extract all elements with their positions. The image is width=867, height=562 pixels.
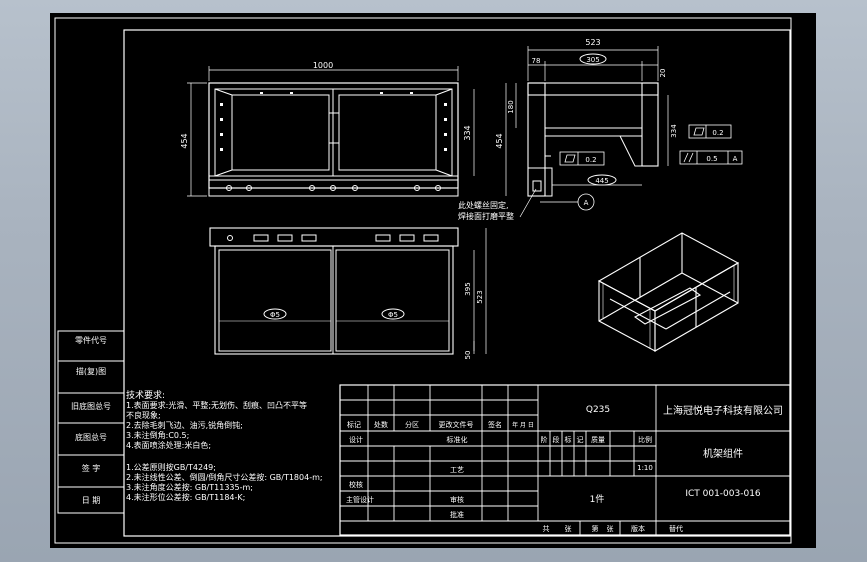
annotation-line-2: 焊接面打磨平整 <box>458 211 514 221</box>
tech-line-8: 3.未注角度公差按: GB/T11335-m; <box>126 482 253 492</box>
dim-side-bottom: 445 <box>595 177 608 185</box>
rev-header-0: 标记 <box>347 420 361 429</box>
dim-plan-h2: 523 <box>476 290 484 303</box>
tech-line-6: 1.公差原则按GB/T4249; <box>126 462 216 472</box>
tolerance-value-3: 0.5 <box>706 155 717 163</box>
role-chief: 主管设计 <box>346 495 374 504</box>
role-check: 校核 <box>349 480 363 489</box>
tech-line-1: 不良现象; <box>126 410 161 420</box>
front-view <box>187 66 475 197</box>
drawing-number: ICT 001-003-016 <box>685 489 761 499</box>
datum-label: A <box>584 199 589 207</box>
rev-header-1: 处数 <box>374 420 388 429</box>
dim-side-height: 454 <box>495 133 504 148</box>
stage-header-1: 段 <box>553 435 560 444</box>
stage-header-2: 标 <box>565 435 572 444</box>
tolerance-datum-3: A <box>733 155 738 163</box>
left-cell-0: 零件代号 <box>75 335 107 345</box>
bottom-cell-3: 张 <box>607 524 614 533</box>
plan-bubble-left: Φ5 <box>270 311 280 319</box>
dim-front-width: 1000 <box>313 61 333 70</box>
dim-plan-h1: 395 <box>464 282 472 295</box>
dim-side-left: 78 <box>532 57 541 65</box>
tech-line-9: 4.未注形位公差按: GB/T1184-K; <box>126 492 245 502</box>
isometric-view <box>597 232 740 352</box>
rev-header-3: 更改文件号 <box>439 420 474 429</box>
role-standard: 标准化 <box>447 435 468 444</box>
scale-value: 1:10 <box>637 464 653 472</box>
tech-requirements: 技术要求: 1.表面要求:光滑、平整;无划伤、刮痕、凹凸不平等 不良现象; 2.… <box>126 389 323 502</box>
bottom-cell-1: 张 <box>565 524 572 533</box>
tech-line-3: 3.未注倒角:C0.5; <box>126 430 189 440</box>
plan-bubble-right: Φ5 <box>388 311 398 319</box>
tech-line-2: 2.去除毛刺飞边、油污,锐角倒钝; <box>126 420 243 430</box>
stage-header-3: 记 <box>577 436 584 444</box>
stage-header-5: 比例 <box>638 435 652 444</box>
role-process: 工艺 <box>450 466 464 474</box>
title-block-grid <box>339 384 791 536</box>
bottom-cell-5: 替代 <box>669 524 683 533</box>
drawing-sheet: 1000 454 334 <box>54 17 792 544</box>
bottom-cell-2: 第 <box>592 524 599 533</box>
bottom-cell-0: 共 <box>543 524 550 533</box>
side-view <box>505 46 743 218</box>
left-side-block <box>57 330 125 514</box>
dim-side-width: 523 <box>585 38 600 47</box>
plan-view <box>209 227 487 355</box>
material-value: Q235 <box>586 405 610 415</box>
tolerance-value-2: 0.2 <box>585 156 596 164</box>
left-cell-2: 底图总号 <box>75 432 107 442</box>
role-review: 审核 <box>450 495 464 504</box>
left-cell-1: 旧底图总号 <box>71 401 111 411</box>
tech-line-4: 4.表面喷涂处理:米白色; <box>126 440 211 450</box>
left-cell-3: 签 字 <box>82 463 101 473</box>
quantity-value: 1件 <box>590 493 605 505</box>
role-approve: 批准 <box>450 510 464 519</box>
left-cell-4: 日 期 <box>82 496 101 505</box>
stage-header-0: 阶 <box>541 435 548 444</box>
rev-header-5: 年 月 日 <box>512 421 534 429</box>
rev-header-2: 分区 <box>405 420 419 429</box>
role-design: 设计 <box>349 435 363 444</box>
annotation-line-1: 此处螺丝固定, <box>458 200 509 210</box>
tech-heading: 技术要求: <box>126 389 165 401</box>
tech-line-0: 1.表面要求:光滑、平整;无划伤、刮痕、凹凸不平等 <box>126 400 307 410</box>
dim-side-top: 305 <box>586 56 599 64</box>
tolerance-value-1: 0.2 <box>712 129 723 137</box>
dim-plan-h3: 50 <box>464 351 472 360</box>
bottom-cell-4: 版本 <box>631 524 645 533</box>
tech-line-7: 2.未注线性公差、倒圆/倒角尺寸公差按: GB/T1804-m; <box>126 472 323 482</box>
cad-viewport[interactable]: 1000 454 334 <box>50 13 816 548</box>
stage-header-4: 质量 <box>591 435 605 444</box>
dim-front-inner: 334 <box>463 125 472 140</box>
dim-side-h2: 180 <box>507 100 515 113</box>
dim-front-height: 454 <box>180 133 189 148</box>
rev-header-4: 签名 <box>488 420 502 429</box>
left-cell-extra: 描(复)图 <box>76 366 106 376</box>
part-name: 机架组件 <box>703 447 743 460</box>
inner-border <box>123 29 791 537</box>
dim-side-h3: 334 <box>670 124 678 138</box>
dim-side-right: 20 <box>659 69 667 78</box>
company-name: 上海冠悦电子科技有限公司 <box>663 404 783 417</box>
outer-border <box>54 17 792 544</box>
